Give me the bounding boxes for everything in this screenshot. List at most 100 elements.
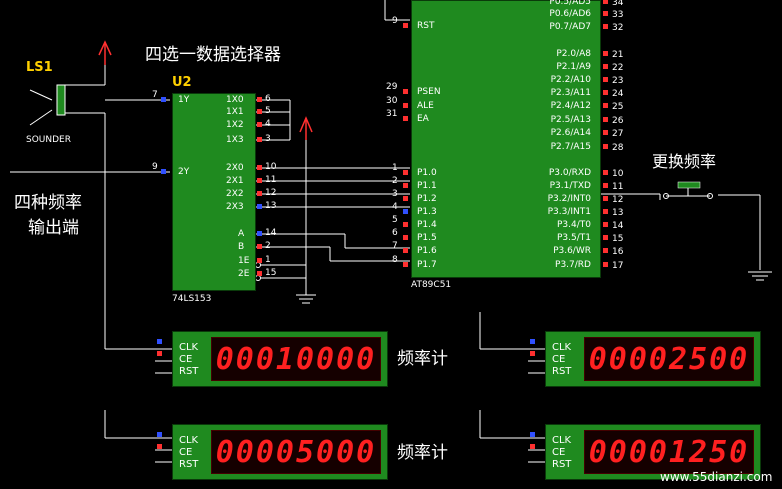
mcu-pin-label: PSEN [417, 87, 441, 97]
mcu-pin-number: 21 [612, 50, 624, 60]
counter-pin-label: RST [179, 366, 199, 377]
u2-pin-label: 2X1 [226, 176, 244, 186]
u2-pin-label: 1Y [178, 95, 190, 105]
mcu-pin-state [603, 77, 608, 82]
mcu-pin-label: ALE [417, 101, 434, 111]
mcu-pin-label: P1.5 [417, 233, 437, 243]
mcu-pin-label: P2.0/A8 [556, 49, 591, 59]
mcu-pin-number: 4 [392, 202, 398, 212]
u2-pin-number: 9 [152, 162, 158, 172]
mcu-pin-label: P0.6/AD6 [549, 9, 591, 19]
counter-pin-label: CE [179, 354, 193, 365]
mcu-pin-number: 24 [612, 89, 624, 99]
mcu-pin-state [603, 170, 608, 175]
u2-pin-number: 10 [265, 162, 277, 172]
u2-pin-state [257, 271, 262, 276]
mcu-pin-state [603, 262, 608, 267]
mcu-pin-label: P3.7/RD [555, 260, 591, 270]
u2-pin-number: 14 [265, 228, 277, 238]
mcu-pin-number: 10 [612, 169, 624, 179]
counter-pin-label: CLK [552, 435, 572, 446]
mcu-pin-label: P1.6 [417, 246, 437, 256]
u2-pin-number: 7 [152, 90, 158, 100]
u2-pin-state [257, 109, 262, 114]
u2-pin-state [161, 169, 166, 174]
counter-pin-label: CE [552, 354, 566, 365]
counter-display: 00002500 [584, 337, 754, 381]
mcu-chip[interactable] [411, 0, 601, 278]
u2-pin-label: 1X2 [226, 120, 244, 130]
u2-pin-state [257, 244, 262, 249]
mcu-pin-number: 8 [392, 255, 398, 265]
counter-pin-label: CE [552, 447, 566, 458]
mcu-pin-state [603, 144, 608, 149]
mcu-pin-label: P1.3 [417, 207, 437, 217]
counter-pin-label: RST [552, 366, 572, 377]
u2-pin-state [257, 122, 262, 127]
u2-pin-number: 6 [265, 94, 271, 104]
mcu-pin-number: 2 [392, 176, 398, 186]
mcu-pin-number: 27 [612, 129, 624, 139]
counter-display: 00001250 [584, 430, 754, 474]
mcu-pin-label: P3.3/INT1 [547, 207, 591, 217]
mcu-pin-number: 33 [612, 10, 624, 20]
u2-chip[interactable] [172, 93, 256, 291]
u2-pin-label: 1X0 [226, 95, 244, 105]
mcu-pin-label: P0.7/AD7 [549, 22, 591, 32]
counter-pin-state [157, 444, 162, 449]
mcu-pin-number: 13 [612, 208, 624, 218]
mcu-pin-number: 26 [612, 116, 624, 126]
counter-value: 00002500 [588, 341, 750, 377]
counter-pin-label: CLK [179, 342, 199, 353]
mcu-pin-label: P1.0 [417, 168, 437, 178]
mcu-part: AT89C51 [411, 280, 452, 290]
counter-pin-state [157, 351, 162, 356]
mcu-pin-label: P3.0/RXD [548, 168, 591, 178]
mcu-pin-label: P2.7/A15 [550, 142, 591, 152]
mcu-pin-label: P2.1/A9 [556, 62, 591, 72]
mcu-pin-state [403, 103, 408, 108]
mcu-pin-number: 17 [612, 261, 624, 271]
mcu-pin-number: 29 [386, 82, 398, 92]
mcu-pin-label: P2.2/A10 [550, 75, 591, 85]
freq-label-2: 频率计 [397, 443, 448, 463]
mcu-pin-number: 32 [612, 23, 624, 33]
mcu-pin-state [603, 196, 608, 201]
counter-display: 00010000 [211, 337, 381, 381]
mcu-pin-label: P3.2/INT0 [547, 194, 591, 204]
watermark: www.55dianzi.com [660, 470, 773, 484]
mcu-pin-number: 5 [392, 215, 398, 225]
mcu-pin-state [403, 262, 408, 267]
u2-pin-label: 2X2 [226, 189, 244, 199]
u2-pin-number: 11 [265, 175, 277, 185]
mcu-pin-state [603, 183, 608, 188]
counter-value: 00005000 [215, 434, 377, 470]
mcu-pin-label: P1.2 [417, 194, 437, 204]
mcu-pin-label: P3.6/WR [553, 246, 591, 256]
mcu-pin-state [603, 0, 608, 4]
counter-pin-label: RST [552, 459, 572, 470]
u2-pin-state [161, 97, 166, 102]
counter-pin-state [157, 432, 162, 437]
mcu-pin-number: 28 [612, 143, 624, 153]
counter-pin-state [530, 351, 535, 356]
u2-pin-number: 4 [265, 119, 271, 129]
mcu-pin-label: P2.3/A11 [550, 88, 591, 98]
u2-pin-state [257, 165, 262, 170]
mcu-pin-label: P1.4 [417, 220, 437, 230]
mcu-pin-number: 31 [386, 109, 398, 119]
counter-display: 00005000 [211, 430, 381, 474]
u2-pin-number: 1 [265, 255, 271, 265]
counter-value: 00010000 [215, 341, 377, 377]
mcu-pin-label: P3.4/T0 [557, 220, 591, 230]
mcu-pin-state [403, 89, 408, 94]
mcu-pin-state [603, 235, 608, 240]
mcu-pin-number: 6 [392, 228, 398, 238]
mcu-pin-state [603, 24, 608, 29]
mcu-pin-number: 3 [392, 189, 398, 199]
